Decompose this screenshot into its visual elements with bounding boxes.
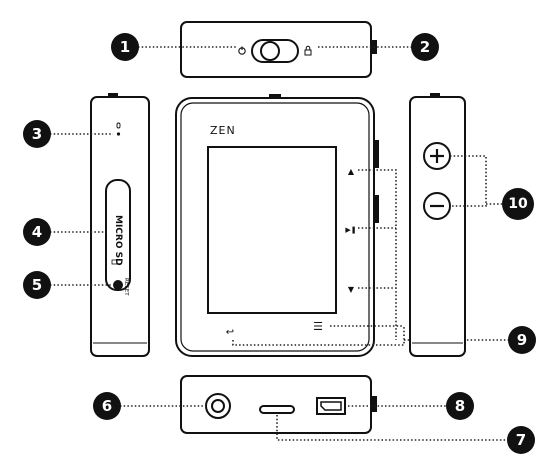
bottom-view-edge-tab [372,396,377,412]
callout-1: 1 [111,33,139,61]
right-view-top-tab [430,93,440,98]
callout-9-number: 9 [517,331,527,349]
power-switch-knob[interactable] [261,42,279,60]
headphone-jack[interactable] [206,394,230,418]
front-side-tab-lower [374,195,379,223]
callout-4: 4 [23,218,51,246]
callout-8-number: 8 [455,397,465,415]
microphone-slot [260,406,294,413]
usb-port[interactable] [317,398,345,414]
callout-9: 9 [508,326,536,354]
callout-3-number: 3 [32,125,42,143]
front-view: ZEN ▲ ▶❚ ▼ ☰ ↩ [176,94,379,356]
left-view-top-tab [108,93,118,98]
up-button[interactable]: ▲ [348,167,355,176]
reset-button[interactable] [113,280,123,290]
callout-2-number: 2 [420,38,430,56]
callout-8: 8 [446,392,474,420]
bottom-view [181,376,377,433]
menu-button[interactable]: ☰ [313,320,323,333]
display-screen [208,147,336,313]
right-side-view [410,93,465,356]
play-pause-button[interactable]: ▶❚ [345,226,356,234]
callout-2: 2 [411,33,439,61]
left-side-view: MICRO SD RESET [91,93,149,356]
callout-7: 7 [507,426,535,454]
brand-label: ZEN [210,124,236,137]
right-view-body [410,97,465,356]
back-button[interactable]: ↩ [226,327,234,338]
reset-label: RESET [123,278,129,296]
microsd-label: MICRO SD [113,215,123,266]
volume-up-button[interactable] [424,143,450,169]
callout-4-number: 4 [32,223,42,241]
front-side-tab-upper [374,140,379,168]
callout-10: 10 [502,188,534,220]
top-view [181,22,377,77]
down-button[interactable]: ▼ [348,285,355,294]
front-top-tab [269,94,281,99]
callout-10-number: 10 [508,196,528,212]
callout-6: 6 [93,392,121,420]
power-switch[interactable] [252,40,298,62]
microsd-slot[interactable]: MICRO SD [106,180,130,290]
volume-down-button[interactable] [424,193,450,219]
callout-6-number: 6 [102,397,112,415]
callout-5: 5 [23,271,51,299]
callout-1-number: 1 [120,38,130,56]
callout-5-number: 5 [32,276,42,294]
callout-3: 3 [23,120,51,148]
callout-7-number: 7 [516,431,526,449]
